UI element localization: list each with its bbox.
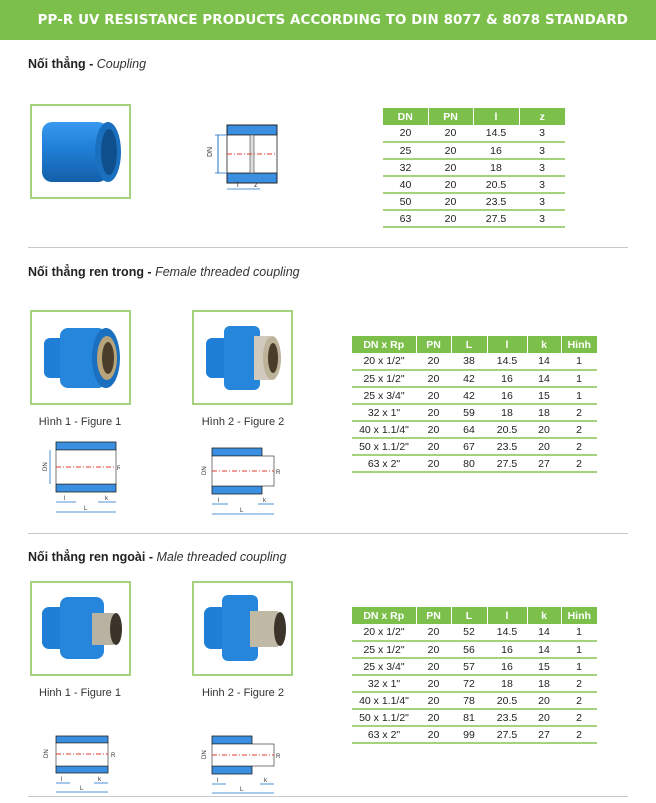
coupling-diagram: DN l z bbox=[190, 113, 280, 198]
col-header: PN bbox=[428, 108, 474, 125]
svg-text:DN: DN bbox=[44, 749, 50, 758]
col-header: l bbox=[473, 108, 520, 125]
section-title-female-threaded: Nối thẳng ren trong - Female threaded co… bbox=[28, 265, 300, 279]
svg-text:DN: DN bbox=[207, 147, 214, 157]
svg-text:Rp: Rp bbox=[117, 466, 120, 472]
section-divider bbox=[28, 533, 628, 534]
male-figure-2-diagram: DN R l k L bbox=[200, 728, 281, 803]
male-figure-1-photo bbox=[30, 581, 131, 676]
section-title-coupling: Nối thẳng - Coupling bbox=[28, 57, 146, 71]
svg-text:l: l bbox=[64, 496, 65, 502]
col-header: DN bbox=[383, 108, 429, 125]
table-header-row: DN x Rp PN L l k Hinh bbox=[352, 336, 597, 353]
female-figure-1-diagram: DN Rp l k L bbox=[40, 438, 125, 523]
section-title-en: Male threaded coupling bbox=[156, 550, 287, 564]
section-title-en: Coupling bbox=[96, 57, 147, 71]
svg-text:R: R bbox=[111, 753, 116, 759]
svg-text:DN: DN bbox=[43, 462, 49, 471]
svg-text:k: k bbox=[264, 778, 268, 784]
section-divider bbox=[28, 247, 628, 248]
svg-text:l: l bbox=[61, 777, 62, 783]
svg-text:L: L bbox=[84, 506, 88, 512]
female-figure-2-diagram: DN Rp l k L bbox=[200, 442, 284, 527]
svg-text:L: L bbox=[240, 508, 244, 514]
coupling-photo bbox=[30, 104, 131, 199]
section-title-vi: Nối thẳng - bbox=[28, 57, 97, 71]
svg-text:k: k bbox=[98, 777, 102, 783]
female-figure-2-caption: Hình 2 - Figure 2 bbox=[201, 416, 285, 428]
female-figure-1-caption: Hình 1 - Figure 1 bbox=[38, 416, 122, 428]
male-figure-1-diagram: DN R l k L bbox=[40, 728, 120, 803]
svg-text:l: l bbox=[217, 778, 218, 784]
table-header-row: DN PN l z bbox=[383, 108, 565, 125]
section-title-male-threaded: Nối thẳng ren ngoài - Male threaded coup… bbox=[28, 550, 286, 564]
svg-text:L: L bbox=[80, 786, 84, 792]
svg-text:k: k bbox=[105, 496, 109, 502]
svg-text:R: R bbox=[276, 754, 280, 760]
page-banner: PP-R UV RESISTANCE PRODUCTS ACCORDING TO… bbox=[0, 0, 656, 40]
section-title-en: Female threaded coupling bbox=[155, 265, 300, 279]
male-figure-1-caption: Hinh 1 - Figure 1 bbox=[39, 687, 121, 699]
svg-text:DN: DN bbox=[202, 750, 208, 759]
female-figure-1-photo bbox=[30, 310, 131, 405]
svg-text:L: L bbox=[240, 787, 244, 793]
female-figure-2-photo bbox=[192, 310, 293, 405]
svg-text:DN: DN bbox=[202, 466, 208, 475]
section-divider bbox=[28, 796, 628, 797]
section-title-vi: Nối thẳng ren ngoài - bbox=[28, 550, 157, 564]
col-header: z bbox=[519, 108, 565, 125]
svg-text:Rp: Rp bbox=[276, 470, 280, 476]
male-figure-2-photo bbox=[192, 581, 293, 676]
svg-text:l: l bbox=[237, 182, 239, 189]
svg-text:k: k bbox=[263, 498, 267, 504]
banner-title: PP-R UV RESISTANCE PRODUCTS ACCORDING TO… bbox=[37, 12, 628, 28]
male-figure-2-caption: Hinh 2 - Figure 2 bbox=[202, 687, 284, 699]
section-title-vi: Nối thẳng ren trong - bbox=[28, 265, 156, 279]
svg-text:z: z bbox=[254, 182, 258, 189]
table-header-row: DN x Rp PN L l k Hinh bbox=[352, 607, 597, 624]
svg-text:l: l bbox=[218, 498, 219, 504]
